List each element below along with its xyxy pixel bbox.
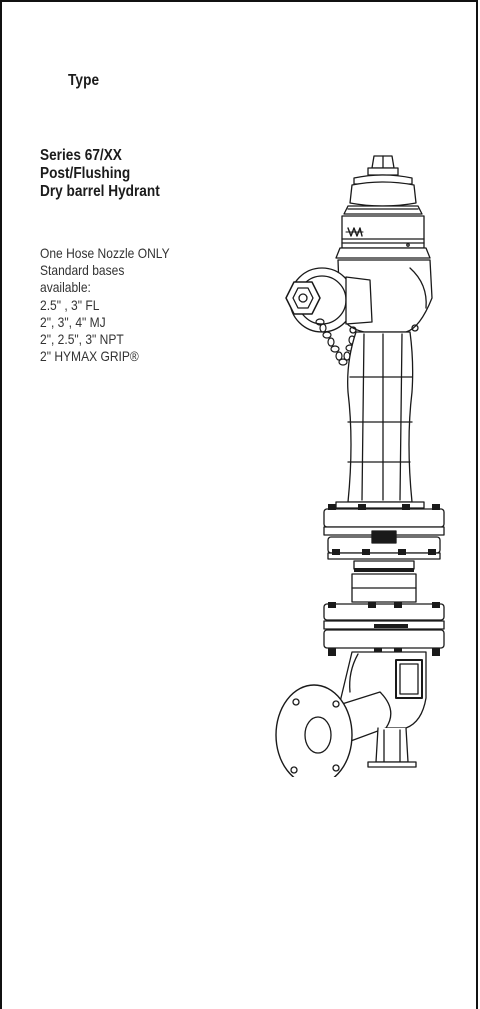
bonnet <box>343 174 423 215</box>
nozzle-section <box>285 259 433 334</box>
barrel <box>347 331 414 503</box>
lower-flange <box>323 602 445 656</box>
series-title-line: Series 67/XX <box>40 147 122 164</box>
description-line: 2", 3", 4" MJ <box>40 313 106 330</box>
upper-flange <box>323 501 445 560</box>
operating-nut <box>367 155 399 176</box>
description-line: Standard bases <box>40 262 125 279</box>
description-line: 2" HYMAX GRIP® <box>40 348 139 365</box>
product-description: One Hose Nozzle ONLY Standard bases avai… <box>40 245 170 365</box>
description-line: One Hose Nozzle ONLY <box>40 245 170 261</box>
series-title: Series 67/XX Post/Flushing Dry barrel Hy… <box>40 147 160 201</box>
upper-body <box>335 215 431 259</box>
description-line: 2", 2.5", 3" NPT <box>40 331 124 348</box>
description-line: 2.5" , 3" FL <box>40 296 100 313</box>
series-title-line: Dry barrel Hydrant <box>40 183 160 200</box>
description-line: available: <box>40 279 91 296</box>
series-title-line: Post/Flushing <box>40 165 131 182</box>
type-heading: Type <box>68 72 100 89</box>
breakaway-section <box>351 560 417 603</box>
shoe-elbow <box>275 651 427 777</box>
hydrant-drawing <box>275 155 445 777</box>
